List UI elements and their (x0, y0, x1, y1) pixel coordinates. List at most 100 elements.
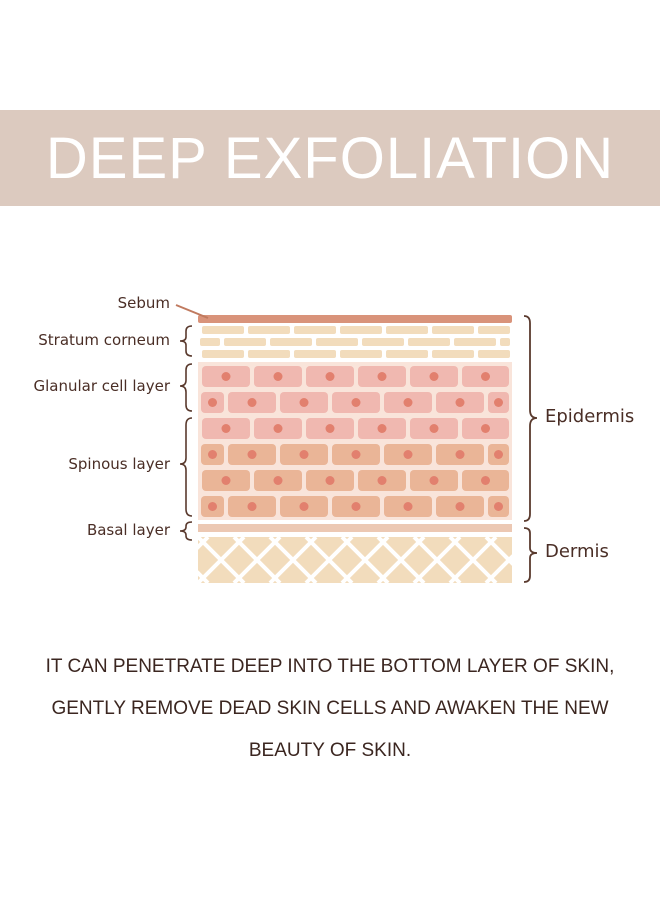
corneum-cell (294, 326, 336, 334)
brace-spinous (179, 417, 193, 517)
dermis-fiber (198, 537, 246, 583)
basal-layer (198, 524, 512, 532)
corneum-cell (454, 338, 496, 346)
dermis-fiber (126, 537, 172, 583)
corneum-cell (270, 338, 312, 346)
label-sebum: Sebum (117, 294, 170, 312)
cell-nucleus (455, 502, 465, 511)
dermis-fiber (412, 537, 462, 583)
cell-nucleus (299, 450, 309, 459)
corneum-cell (478, 326, 510, 334)
cell-nucleus (494, 502, 503, 511)
skin-layer-diagram (126, 304, 538, 583)
cell-nucleus (325, 372, 335, 381)
corneum-cell (202, 350, 244, 358)
corneum-cell (478, 350, 510, 358)
cell-nucleus (273, 424, 283, 433)
brace-dermis (523, 527, 538, 583)
cell-nucleus (351, 502, 361, 511)
cell-nucleus (299, 502, 309, 511)
epidermis-block (198, 362, 512, 520)
page-title: DEEP EXFOLIATION (45, 125, 615, 191)
corneum-cell (386, 326, 428, 334)
corneum-cell (316, 338, 358, 346)
dermis-fiber (232, 537, 282, 583)
dermis-fiber (376, 537, 426, 583)
cell-nucleus (429, 476, 439, 485)
dermis-fiber (484, 554, 512, 583)
cell-nucleus (481, 424, 490, 433)
cell-nucleus (325, 476, 335, 485)
cell-nucleus (208, 450, 217, 459)
label-stratum-corneum: Stratum corneum (38, 331, 170, 349)
label-basal-layer: Basal layer (86, 521, 170, 539)
cell-nucleus (247, 502, 257, 511)
cell-nucleus (403, 502, 413, 511)
cell-nucleus (221, 424, 231, 433)
dermis-fiber (126, 537, 172, 583)
cell-nucleus (429, 372, 439, 381)
cell-nucleus (247, 450, 257, 459)
corneum-cell (386, 350, 428, 358)
corneum-cell (248, 350, 290, 358)
corneum-cell (202, 326, 244, 334)
brace-basal (179, 521, 193, 541)
cell-rows (201, 366, 509, 517)
description-line-1: IT CAN PENETRATE DEEP INTO THE BOTTOM LA… (45, 656, 615, 677)
label-granular-cell-layer: Glanular cell layer (33, 377, 170, 395)
cell-nucleus (377, 372, 387, 381)
corneum-cell (408, 338, 450, 346)
cell-nucleus (208, 398, 217, 407)
cell-nucleus (325, 424, 335, 433)
label-dermis: Dermis (545, 541, 609, 562)
dermis-fiber (198, 570, 210, 583)
stratum-corneum-layer (200, 326, 510, 358)
title-banner: DEEP EXFOLIATION (0, 110, 660, 206)
dermis-fiber (448, 537, 498, 583)
cell-nucleus (247, 398, 257, 407)
sebum-pointer (175, 304, 209, 319)
corneum-cell (432, 350, 474, 358)
cell-nucleus (481, 476, 490, 485)
dermis-layer (126, 537, 512, 583)
cell-nucleus (455, 450, 465, 459)
dermis-fiber (268, 537, 318, 583)
brace-granular (179, 363, 193, 412)
corneum-cell (340, 326, 382, 334)
cell-nucleus (494, 398, 503, 407)
cell-nucleus (351, 450, 361, 459)
corneum-cell (248, 326, 290, 334)
corneum-cell (294, 350, 336, 358)
label-epidermis: Epidermis (545, 406, 635, 427)
description-line-2: GENTLY REMOVE DEAD SKIN CELLS AND AWAKEN… (51, 698, 609, 719)
cell-nucleus (481, 372, 490, 381)
cell-nucleus (403, 450, 413, 459)
description-line-3: BEAUTY OF SKIN. (248, 740, 412, 761)
sebum-layer (198, 315, 512, 323)
cell-nucleus (299, 398, 309, 407)
dermis-fiber (304, 537, 354, 583)
cell-nucleus (208, 502, 217, 511)
cell-nucleus (273, 372, 283, 381)
cell-nucleus (429, 424, 439, 433)
corneum-cell (500, 338, 510, 346)
cell-nucleus (455, 398, 465, 407)
cell-nucleus (221, 476, 231, 485)
cell-nucleus (351, 398, 361, 407)
corneum-cell (362, 338, 404, 346)
dermis-fiber (340, 537, 390, 583)
cell-nucleus (377, 424, 387, 433)
brace-stratum-corneum (179, 325, 193, 357)
brace-epidermis (523, 315, 538, 522)
corneum-cell (432, 326, 474, 334)
cell-nucleus (403, 398, 413, 407)
cell-nucleus (494, 450, 503, 459)
corneum-cell (200, 338, 220, 346)
description: IT CAN PENETRATE DEEP INTO THE BOTTOM LA… (20, 646, 640, 772)
cell-nucleus (377, 476, 387, 485)
cell-nucleus (221, 372, 231, 381)
corneum-cell (224, 338, 266, 346)
cell-nucleus (273, 476, 283, 485)
corneum-cell (340, 350, 382, 358)
label-spinous-layer: Spinous layer (68, 455, 170, 473)
